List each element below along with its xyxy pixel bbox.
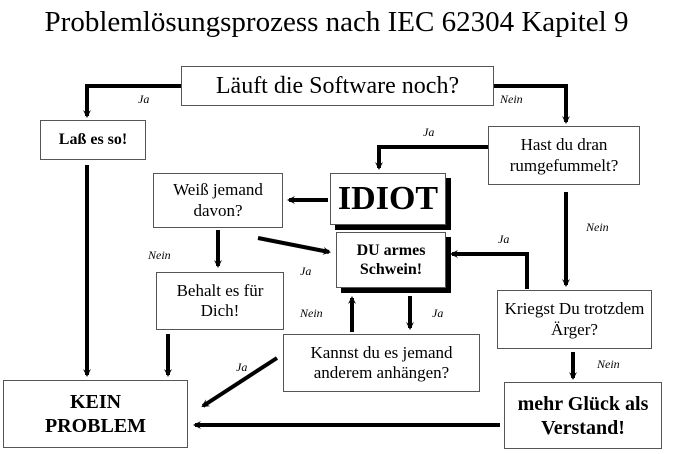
label-knows-ja: Ja [300,264,312,278]
page-title: Problemlösungsprozess nach IEC 62304 Kap… [44,6,629,38]
node-idiot: IDIOT [330,173,446,225]
label-blame-ja: Ja [236,360,248,374]
node-blame: Kannst du es jemand anderem anhängen? [283,334,480,392]
label-knows-nein: Nein [148,248,171,262]
node-keep: Behalt es für Dich! [156,272,284,330]
arrow-knows-ja [257,236,331,255]
label-tampered-nein: Nein [586,220,609,234]
label-trouble-ja: Ja [498,232,510,246]
label-trouble-nein: Nein [597,357,620,371]
arrow-start-nein [494,84,570,124]
arrow-blame-ja [201,356,279,408]
node-leave: Laß es so! [40,120,146,160]
node-knows: Weiß jemand davon? [153,173,283,228]
node-luck: mehr Glück als Verstand! [504,382,662,449]
node-noproblem: KEIN PROBLEM [3,380,188,448]
arrow-start-ja [83,84,181,118]
label-poor-ja: Ja [432,306,444,320]
label-start-nein: Nein [500,92,523,106]
node-trouble: Kriegst Du trotzdem Ärger? [497,290,652,349]
arrow-tampered-ja [375,145,488,170]
arrow-trouble-ja [450,250,529,289]
label-tampered-ja: Ja [423,125,435,139]
label-start-ja: Ja [138,92,150,106]
node-start: Läuft die Software noch? [181,66,494,106]
label-blame-nein: Nein [300,306,323,320]
node-poor: DU armes Schwein! [336,232,446,288]
node-tampered: Hast du dran rumgefummelt? [488,126,640,185]
